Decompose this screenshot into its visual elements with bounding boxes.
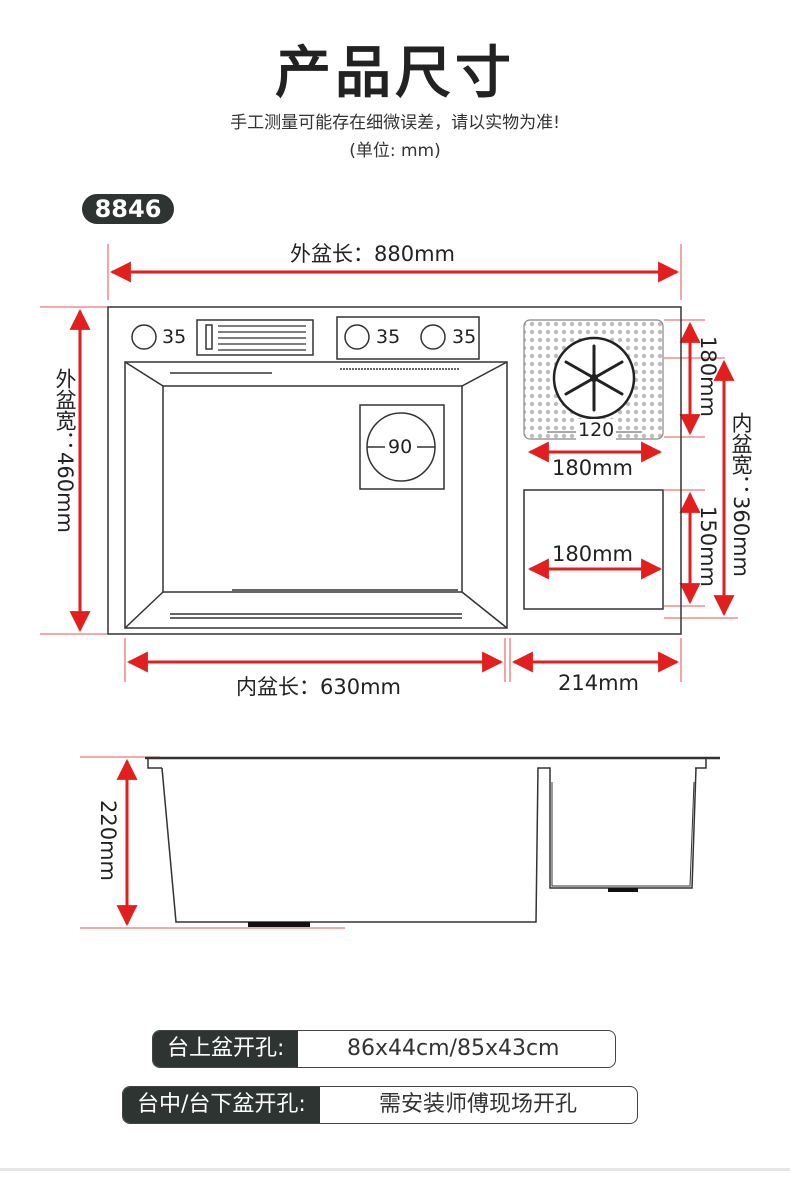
unit-note: (单位: mm) xyxy=(349,141,441,161)
basket-height-label: 180mm xyxy=(696,336,720,417)
side-tray xyxy=(523,489,664,610)
measurement-note: 手工测量可能存在细微误差，请以实物为准! xyxy=(230,113,560,133)
hole-label-3: 35 xyxy=(452,326,477,348)
footer-divider xyxy=(0,1168,790,1171)
outer-length-label: 外盆长：880mm xyxy=(290,242,455,266)
outer-width-label: 外盆宽：460mm xyxy=(53,368,77,533)
cutout-label-2: 台中/台下盆开孔: xyxy=(123,1087,320,1123)
inner-length-label: 内盆长：630mm xyxy=(236,675,401,699)
rinser-label: 120 xyxy=(576,419,617,441)
tap-hole-2 xyxy=(344,324,370,350)
inner-width-label: 内盆宽：360mm xyxy=(729,412,753,577)
tap-hole-1 xyxy=(131,324,157,350)
cup-rinser xyxy=(523,319,664,440)
cutout-value-1: 86x44cm/85x43cm xyxy=(347,1036,560,1061)
basket-width-label: 180mm xyxy=(552,456,633,480)
cutout-label-1: 台上盆开孔: xyxy=(153,1031,299,1067)
sink-side-view xyxy=(145,756,720,927)
main-bowl xyxy=(124,361,508,629)
cutout-row-2: 台中/台下盆开孔: 需安装师傅现场开孔 xyxy=(122,1086,638,1124)
faucet-panel xyxy=(336,316,480,360)
cutout-row-1: 台上盆开孔: 86x44cm/85x43cm xyxy=(152,1030,616,1068)
model-badge: 8846 xyxy=(82,194,174,224)
tray-width-label: 180mm xyxy=(552,542,633,566)
page-title: 产品尺寸 xyxy=(275,41,515,106)
soap-dispenser xyxy=(196,319,314,356)
tray-height-label: 150mm xyxy=(696,506,720,587)
main-bowl-profile xyxy=(161,767,697,923)
sink-top-view xyxy=(107,306,682,635)
drain-box xyxy=(359,404,445,490)
depth-label: 220mm xyxy=(96,800,120,881)
side-width-label: 214mm xyxy=(558,671,639,695)
hole-label-2: 35 xyxy=(376,326,401,348)
dimension-arrows xyxy=(69,261,735,927)
drain-label: 90 xyxy=(388,436,413,458)
hole-label-1: 35 xyxy=(162,326,187,348)
cutout-value-2: 需安装师傅现场开孔 xyxy=(379,1092,578,1117)
tap-hole-3 xyxy=(420,324,446,350)
